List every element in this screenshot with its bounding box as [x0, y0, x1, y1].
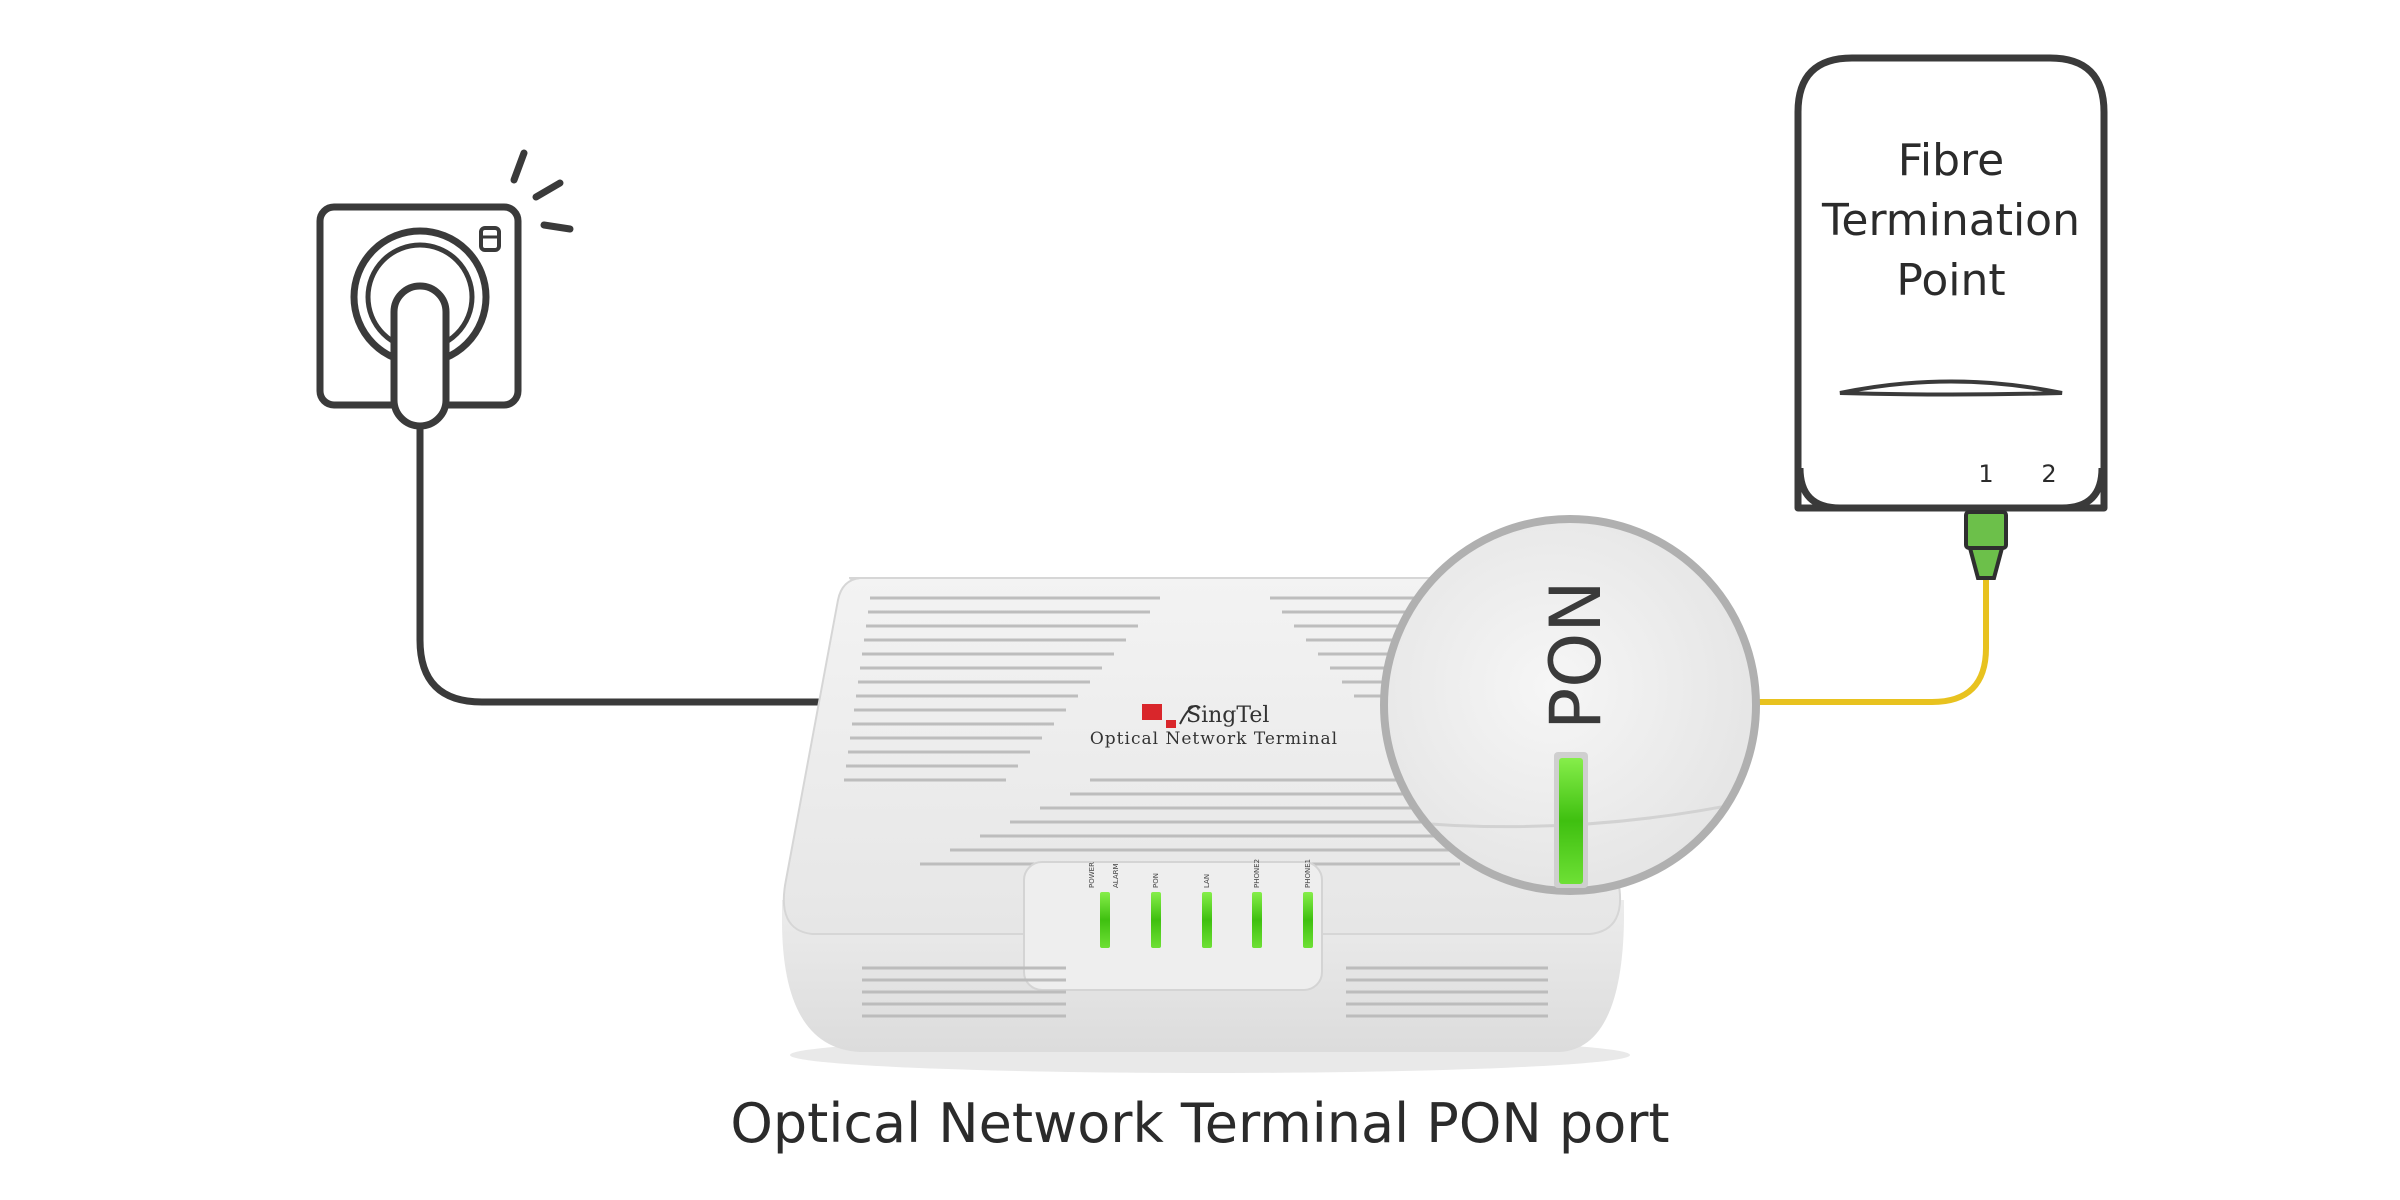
- ftp-slot: [1839, 379, 2063, 397]
- spark-icon: [510, 149, 574, 233]
- led-panel: [1023, 861, 1323, 991]
- led-label-phone2: PHONE2: [1253, 859, 1261, 888]
- power-cable: [416, 416, 824, 706]
- ont-brand-name: SingTel: [1186, 703, 1269, 728]
- ont-front-vents-left: [862, 966, 1066, 1018]
- pon-zoom-callout: PON: [1380, 515, 1760, 895]
- fibre-cable: [1749, 577, 1989, 705]
- fibre-connector: [1964, 510, 2008, 580]
- led-indicator-phone1: [1303, 892, 1313, 948]
- ftp-label-line-1: Fibre: [1898, 135, 2004, 186]
- ftp-label-line-2: Termination: [1821, 195, 2080, 246]
- ont-model-name: Optical Network Terminal: [1090, 729, 1338, 749]
- ont-front-vents-right: [1346, 966, 1548, 1018]
- led-indicator-phone2: [1252, 892, 1262, 948]
- fibre-termination-point: Fibre Termination Point 1 2: [1794, 54, 2108, 512]
- led-label-phone1: PHONE1: [1304, 859, 1312, 888]
- led-label-lan: LAN: [1203, 874, 1211, 888]
- led-label-pon: PON: [1152, 873, 1160, 888]
- led-indicator-lan: [1202, 892, 1212, 948]
- plug-icon: [390, 282, 450, 430]
- led-label-alarm: ALARM: [1112, 863, 1120, 888]
- led-labels: POWER ALARM PON LAN PHONE2 PHONE1: [1088, 859, 1312, 888]
- singtel-logo: [1142, 704, 1201, 728]
- diagram-caption: Optical Network Terminal PON port: [730, 1092, 1670, 1155]
- ont-vents-upper-left: [844, 596, 1160, 782]
- led-label-power: POWER: [1088, 862, 1096, 888]
- switch-icon: [479, 226, 501, 252]
- led-indicator-power: [1100, 892, 1110, 948]
- led-indicator-pon: [1151, 892, 1161, 948]
- ftp-label-line-3: Point: [1896, 255, 2005, 306]
- pon-zoom-label: PON: [1535, 580, 1617, 730]
- ftp-port-1-label: 1: [1978, 460, 1993, 488]
- ftp-port-2-label: 2: [2041, 460, 2056, 488]
